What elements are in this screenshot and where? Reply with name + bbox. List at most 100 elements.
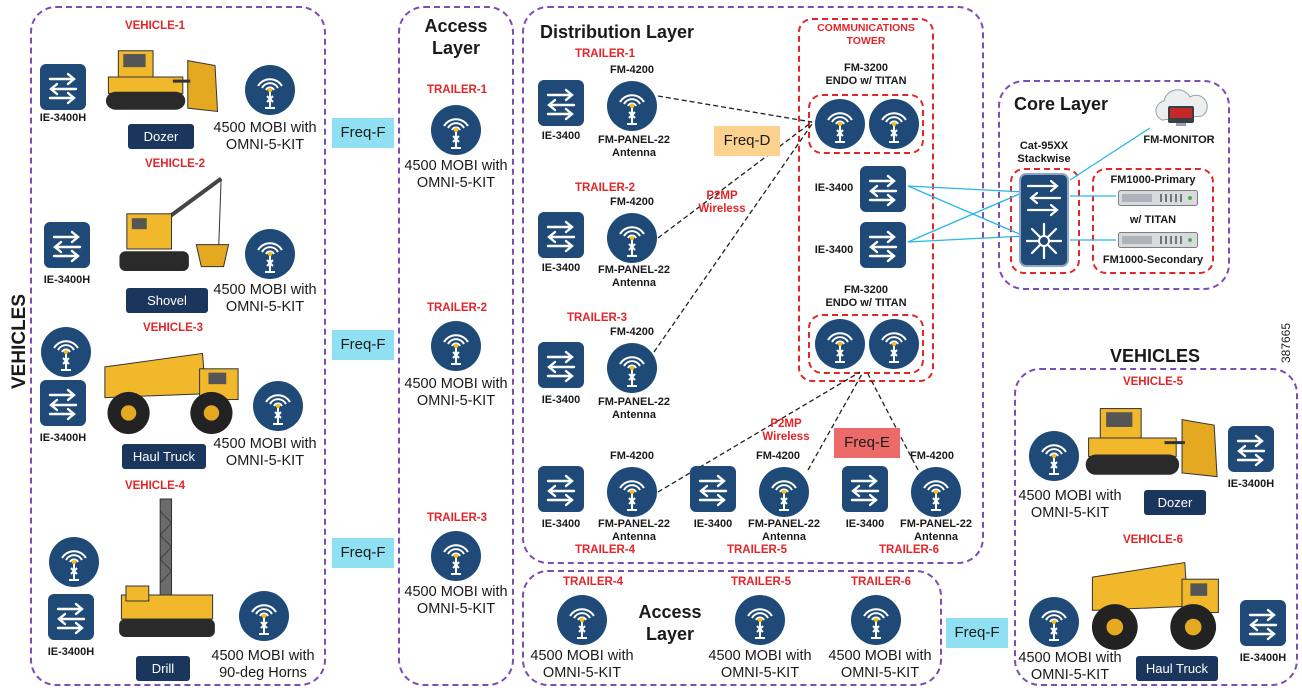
dist-trailer-5-title: TRAILER-5 — [726, 544, 788, 556]
dist-trailer-4-title: TRAILER-4 — [574, 544, 636, 556]
stackwise-line1: Cat-95XX — [1019, 140, 1069, 152]
dist-trailer-2-switch-label: IE-3400 — [541, 262, 581, 274]
vehicle-3-radio-line2: OMNI-5-KIT — [225, 453, 305, 469]
wireless-antenna-icon — [244, 64, 296, 116]
vehicle-5-radio-line1: 4500 MOBI with — [1018, 488, 1122, 504]
vehicle-6-switch-label: IE-3400H — [1239, 652, 1287, 664]
core-layer-title: Core Layer — [1014, 94, 1109, 114]
dist-trailer-2-antenna-line1: FM-PANEL-22 — [598, 264, 670, 276]
access-layer-bottom-title-2: Layer — [645, 624, 695, 644]
vehicle-5-radio-line2: OMNI-5-KIT — [1030, 505, 1110, 521]
wireless-antenna-icon — [850, 594, 902, 646]
switch-icon — [40, 64, 86, 110]
access-layer-bottom-group — [522, 570, 942, 686]
dist-trailer-4-antenna-line1: FM-PANEL-22 — [598, 518, 670, 530]
core-layer-group — [998, 80, 1230, 290]
wireless-antenna-icon — [252, 380, 304, 432]
freq-e-label: Freq-E — [834, 428, 900, 458]
wireless-antenna-icon — [868, 98, 920, 150]
wireless-antenna-icon — [1028, 430, 1080, 482]
access-trailer-3-radio-line1: 4500 MOBI with — [404, 584, 508, 600]
wireless-antenna-icon — [758, 466, 810, 518]
communications-tower-group — [798, 18, 934, 382]
p2mp-label-2b: Wireless — [762, 431, 810, 443]
vehicle-6-title: VEHICLE-6 — [1122, 534, 1184, 546]
vehicle-4-radio-line2: 90-deg Horns — [219, 665, 307, 681]
distribution-layer-title: Distribution Layer — [540, 22, 695, 42]
tower-title-line1: COMMUNICATIONS — [817, 22, 915, 34]
vehicle-3-type-label: Haul Truck — [122, 444, 206, 469]
dist-trailer-2-antenna-line2: Antenna — [612, 277, 656, 289]
vehicle-4-radio-line1: 4500 MOBI with — [211, 648, 315, 664]
vehicle-1-type-label: Dozer — [128, 124, 194, 149]
switch-icon — [690, 466, 736, 512]
wireless-antenna-icon — [244, 228, 296, 280]
wireless-antenna-icon — [430, 530, 482, 582]
wireless-antenna-icon — [1028, 596, 1080, 648]
switch-icon — [842, 466, 888, 512]
stackwise-group — [1010, 168, 1080, 274]
dist-trailer-5-antenna-line1: FM-PANEL-22 — [748, 518, 820, 530]
dist-trailer-1-radio-label: FM-4200 — [609, 64, 655, 76]
tower-switch-1-label: IE-3400 — [814, 182, 854, 194]
access-layer-bottom-title-1: Access — [638, 602, 702, 622]
dist-trailer-6-title: TRAILER-6 — [878, 544, 940, 556]
dist-trailer-3-switch-label: IE-3400 — [541, 394, 581, 406]
fm1000-titan-label: w/ TITAN — [1129, 214, 1177, 226]
access-trailer-1-radio-line1: 4500 MOBI with — [404, 158, 508, 174]
freq-f-label-1: Freq-F — [332, 118, 394, 148]
vehicle-5-title: VEHICLE-5 — [1122, 376, 1184, 388]
dist-trailer-1-switch-label: IE-3400 — [541, 130, 581, 142]
endo-top-group — [808, 94, 924, 154]
access-layer-left-title-2: Layer — [431, 38, 481, 58]
wireless-antenna-icon — [430, 320, 482, 372]
vehicle-4-type-label: Drill — [136, 656, 190, 681]
switch-icon — [860, 222, 906, 268]
tower-switch-2-label: IE-3400 — [814, 244, 854, 256]
dist-trailer-4-switch-label: IE-3400 — [541, 518, 581, 530]
switch-icon — [1228, 426, 1274, 472]
wireless-antenna-icon — [40, 326, 92, 378]
drill-icon — [110, 496, 224, 646]
switch-icon — [1240, 600, 1286, 646]
vehicle-2-title: VEHICLE-2 — [144, 158, 206, 170]
access-layer-left-title-1: Access — [424, 16, 488, 36]
switch-icon — [860, 166, 906, 212]
dist-trailer-3-antenna-line2: Antenna — [612, 409, 656, 421]
haul-truck-icon — [1084, 548, 1224, 652]
access-trailer-6-radio-line1: 4500 MOBI with — [828, 648, 932, 664]
wireless-antenna-icon — [910, 466, 962, 518]
distribution-layer-group — [522, 6, 984, 564]
vehicle-3-switch-label: IE-3400H — [39, 432, 87, 444]
vehicles-left-group — [30, 6, 326, 686]
endo-bottom-line1: FM-3200 — [843, 284, 889, 296]
dist-trailer-6-antenna-line1: FM-PANEL-22 — [900, 518, 972, 530]
switch-icon — [538, 342, 584, 388]
vehicle-1-radio-line1: 4500 MOBI with — [213, 120, 317, 136]
access-trailer-2-radio-line2: OMNI-5-KIT — [416, 393, 496, 409]
wireless-antenna-icon — [430, 104, 482, 156]
switch-icon — [538, 80, 584, 126]
dist-trailer-3-title: TRAILER-3 — [566, 312, 628, 324]
server-icon — [1118, 232, 1198, 248]
access-trailer-5-radio-line2: OMNI-5-KIT — [720, 665, 800, 681]
dist-trailer-6-switch-label: IE-3400 — [845, 518, 885, 530]
freq-f-label-2: Freq-F — [332, 330, 394, 360]
access-trailer-4-title: TRAILER-4 — [562, 576, 624, 588]
vehicle-1-radio-line2: OMNI-5-KIT — [225, 137, 305, 153]
dist-trailer-6-antenna-line2: Antenna — [914, 531, 958, 543]
vehicle-3-title: VEHICLE-3 — [142, 322, 204, 334]
vehicle-5-type-label: Dozer — [1144, 490, 1206, 515]
wireless-antenna-icon — [814, 318, 866, 370]
access-trailer-5-radio-line1: 4500 MOBI with — [708, 648, 812, 664]
dist-trailer-1-antenna-line1: FM-PANEL-22 — [598, 134, 670, 146]
access-trailer-4-radio-line2: OMNI-5-KIT — [542, 665, 622, 681]
wireless-antenna-icon — [606, 80, 658, 132]
access-trailer-5-title: TRAILER-5 — [730, 576, 792, 588]
vehicle-1-switch-label: IE-3400H — [39, 112, 87, 124]
fm1000-group — [1092, 168, 1214, 274]
vehicle-2-switch-label: IE-3400H — [43, 274, 91, 286]
vehicle-6-radio-line1: 4500 MOBI with — [1018, 650, 1122, 666]
haul-truck-icon — [96, 340, 244, 436]
shovel-icon — [112, 172, 236, 282]
